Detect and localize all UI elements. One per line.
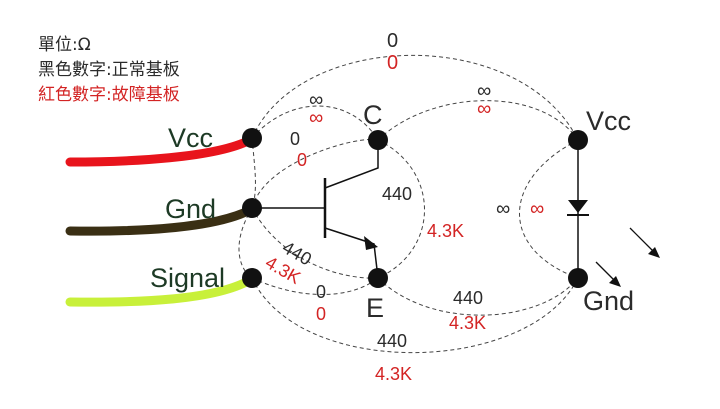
led-ray-arrow-2-icon xyxy=(648,247,660,258)
arc-vcc-gnd xyxy=(251,137,256,209)
reading-top-normal: 0 xyxy=(387,30,398,52)
reading-signal-e-normal: 0 xyxy=(316,282,326,302)
reading-vcc-gnd-fault: 0 xyxy=(297,150,307,170)
gnd-cable xyxy=(65,205,255,236)
led-gnd-dot xyxy=(568,268,588,288)
legend-normal: 黑色數字:正常基板 xyxy=(38,60,180,80)
reading-led-normal: ∞ xyxy=(496,198,510,220)
reading-led-fault: ∞ xyxy=(530,198,544,220)
reading-e-ledgnd-fault: 4.3K xyxy=(449,313,486,333)
emitter-dot xyxy=(368,268,388,288)
vcc-terminal-dot xyxy=(242,128,262,148)
collector-dot xyxy=(368,130,388,150)
led-gnd-label: Gnd xyxy=(583,286,634,316)
arc-signal-ledgnd xyxy=(251,277,579,354)
led-ray-2 xyxy=(629,227,656,254)
reading-c-e-normal: 440 xyxy=(382,184,412,204)
terminal-signal-label: Signal xyxy=(150,263,225,293)
led-vcc-dot xyxy=(568,130,588,150)
reading-c-ledvcc-fault: ∞ xyxy=(477,98,491,120)
legend-unit: 單位:Ω xyxy=(38,35,91,55)
reading-c-ledvcc-normal: ∞ xyxy=(477,80,491,102)
arc-vcc-ledvcc xyxy=(251,54,579,141)
arc-led xyxy=(519,139,579,279)
signal-terminal-dot xyxy=(242,268,262,288)
reading-signal-e-fault: 0 xyxy=(316,304,326,324)
arc-signal-e xyxy=(251,277,379,295)
reading-c-e-fault: 4.3K xyxy=(427,221,464,241)
signal-cable xyxy=(65,275,255,307)
reading-e-ledgnd-normal: 440 xyxy=(453,288,483,308)
vcc-cable xyxy=(65,135,255,167)
led-vcc-label: Vcc xyxy=(586,106,631,136)
arc-c-e xyxy=(377,139,425,279)
arc-c-ledvcc xyxy=(377,100,579,141)
reading-signal-ledgnd-normal: 440 xyxy=(377,331,407,351)
collector-label: C xyxy=(363,100,383,130)
terminal-vcc-label: Vcc xyxy=(168,123,213,153)
terminal-gnd-label: Gnd xyxy=(165,194,216,224)
arc-vcc-c xyxy=(251,105,379,141)
reading-signal-ledgnd-fault: 4.3K xyxy=(375,364,412,384)
gnd-terminal-dot xyxy=(242,198,262,218)
reading-vcc-gnd-normal: 0 xyxy=(290,129,300,149)
legend-fault: 紅色數字:故障基板 xyxy=(38,85,180,105)
arc-e-ledgnd xyxy=(377,277,579,316)
led-diode-icon xyxy=(568,200,588,213)
emitter-wire xyxy=(324,227,379,279)
emitter-arrow-icon xyxy=(364,236,378,250)
reading-top-fault: 0 xyxy=(387,52,398,74)
reading-vcc-c-normal: ∞ xyxy=(309,89,323,111)
led-ray-arrow-1-icon xyxy=(609,276,621,287)
reading-vcc-c-fault: ∞ xyxy=(309,107,323,129)
arc-gnd-c xyxy=(251,138,379,209)
emitter-label: E xyxy=(366,293,384,323)
